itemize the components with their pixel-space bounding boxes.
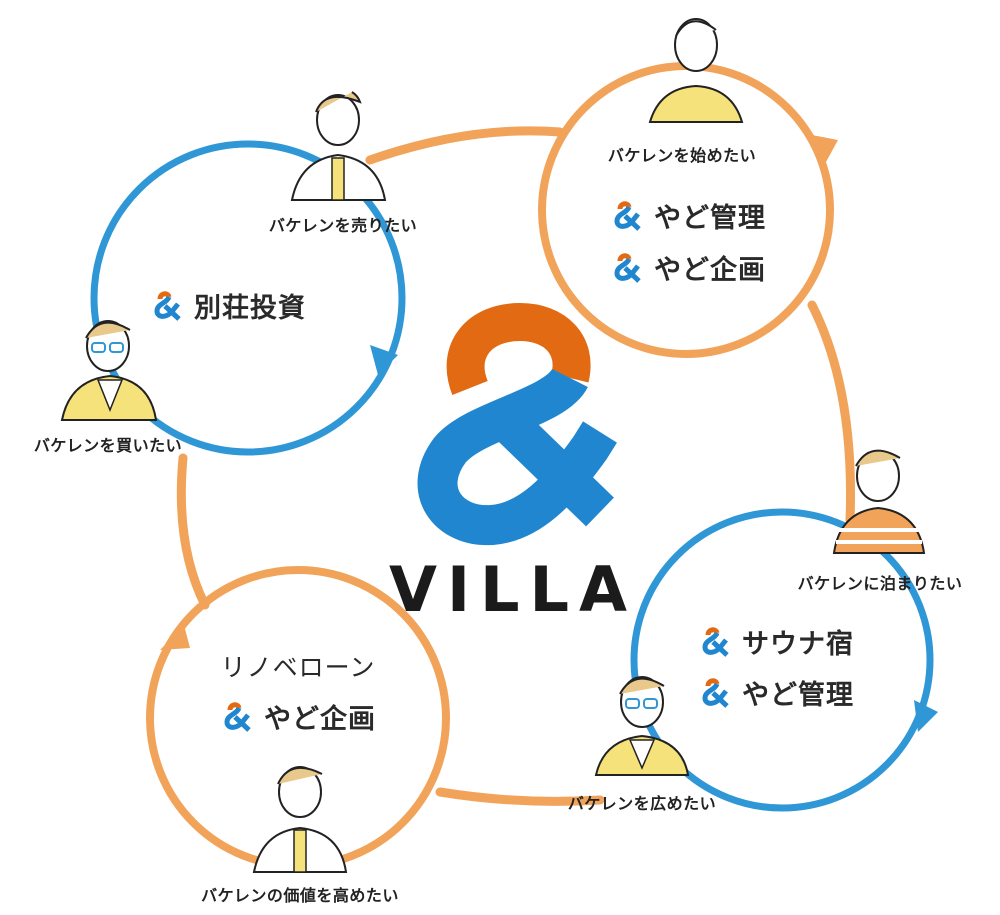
ampersand-mark-icon — [224, 701, 251, 732]
service-label: やど企画 — [264, 704, 376, 735]
ampersand-logo-icon — [417, 302, 617, 546]
person-bottom-spread — [594, 676, 690, 776]
service-sauna-yado[interactable]: サウナ宿 — [700, 622, 854, 661]
cycle-circle-top-left — [90, 140, 406, 456]
ampersand-mark-icon — [702, 626, 729, 657]
service-label: 別荘投資 — [194, 293, 306, 324]
caption-start-vacation-rental: バケレンを始めたい — [607, 146, 757, 165]
person-right-stay — [832, 449, 926, 554]
ampersand-mark-icon — [614, 252, 641, 283]
service-label: やど管理 — [654, 203, 766, 234]
caption-sell-vacation-rental: バケレンを売りたい — [268, 216, 418, 235]
outer-loop-right — [807, 300, 855, 525]
caption-stay-vacation-rental: バケレンに泊まりたい — [797, 574, 963, 593]
ampersand-mark-icon — [154, 290, 181, 321]
service-yado-kikaku-bottom[interactable]: やど企画 — [222, 697, 376, 736]
service-label: やど企画 — [654, 255, 766, 286]
renovation-loan-title: リノベローン — [220, 653, 376, 682]
caption-buy-vacation-rental: バケレンを買いたい — [33, 436, 183, 455]
arrow-head-top-left — [370, 345, 398, 375]
cycle-circle-bottom-right — [630, 508, 934, 812]
caption-spread-vacation-rental: バケレンを広めたい — [567, 794, 717, 813]
service-label: サウナ宿 — [742, 629, 854, 660]
outer-loop-left — [176, 453, 210, 610]
arrow-head-bottom-right — [914, 700, 938, 732]
person-left-buyer — [60, 320, 158, 421]
caption-raise-value: バケレンの価値を高めたい — [201, 886, 399, 905]
service-villa-investment[interactable]: 別荘投資 — [152, 286, 306, 325]
service-yado-kanri-bottom[interactable]: やど管理 — [700, 673, 854, 712]
person-top-left — [290, 91, 387, 201]
ampersand-mark-icon — [702, 677, 729, 708]
outer-loop-bottom — [435, 787, 605, 806]
arrow-head-top-right — [812, 135, 838, 162]
person-top-right — [648, 18, 744, 123]
service-yado-kanri-top[interactable]: やど管理 — [612, 196, 766, 235]
person-bottom-value — [252, 766, 348, 873]
service-yado-kikaku-top[interactable]: やど企画 — [612, 248, 766, 287]
ampersand-mark-icon — [614, 200, 641, 231]
outer-loop-top — [365, 126, 565, 165]
service-label: やど管理 — [742, 680, 854, 711]
villa-wordmark: VILLA — [388, 553, 638, 626]
arrow-head-bottom-left — [160, 625, 190, 650]
